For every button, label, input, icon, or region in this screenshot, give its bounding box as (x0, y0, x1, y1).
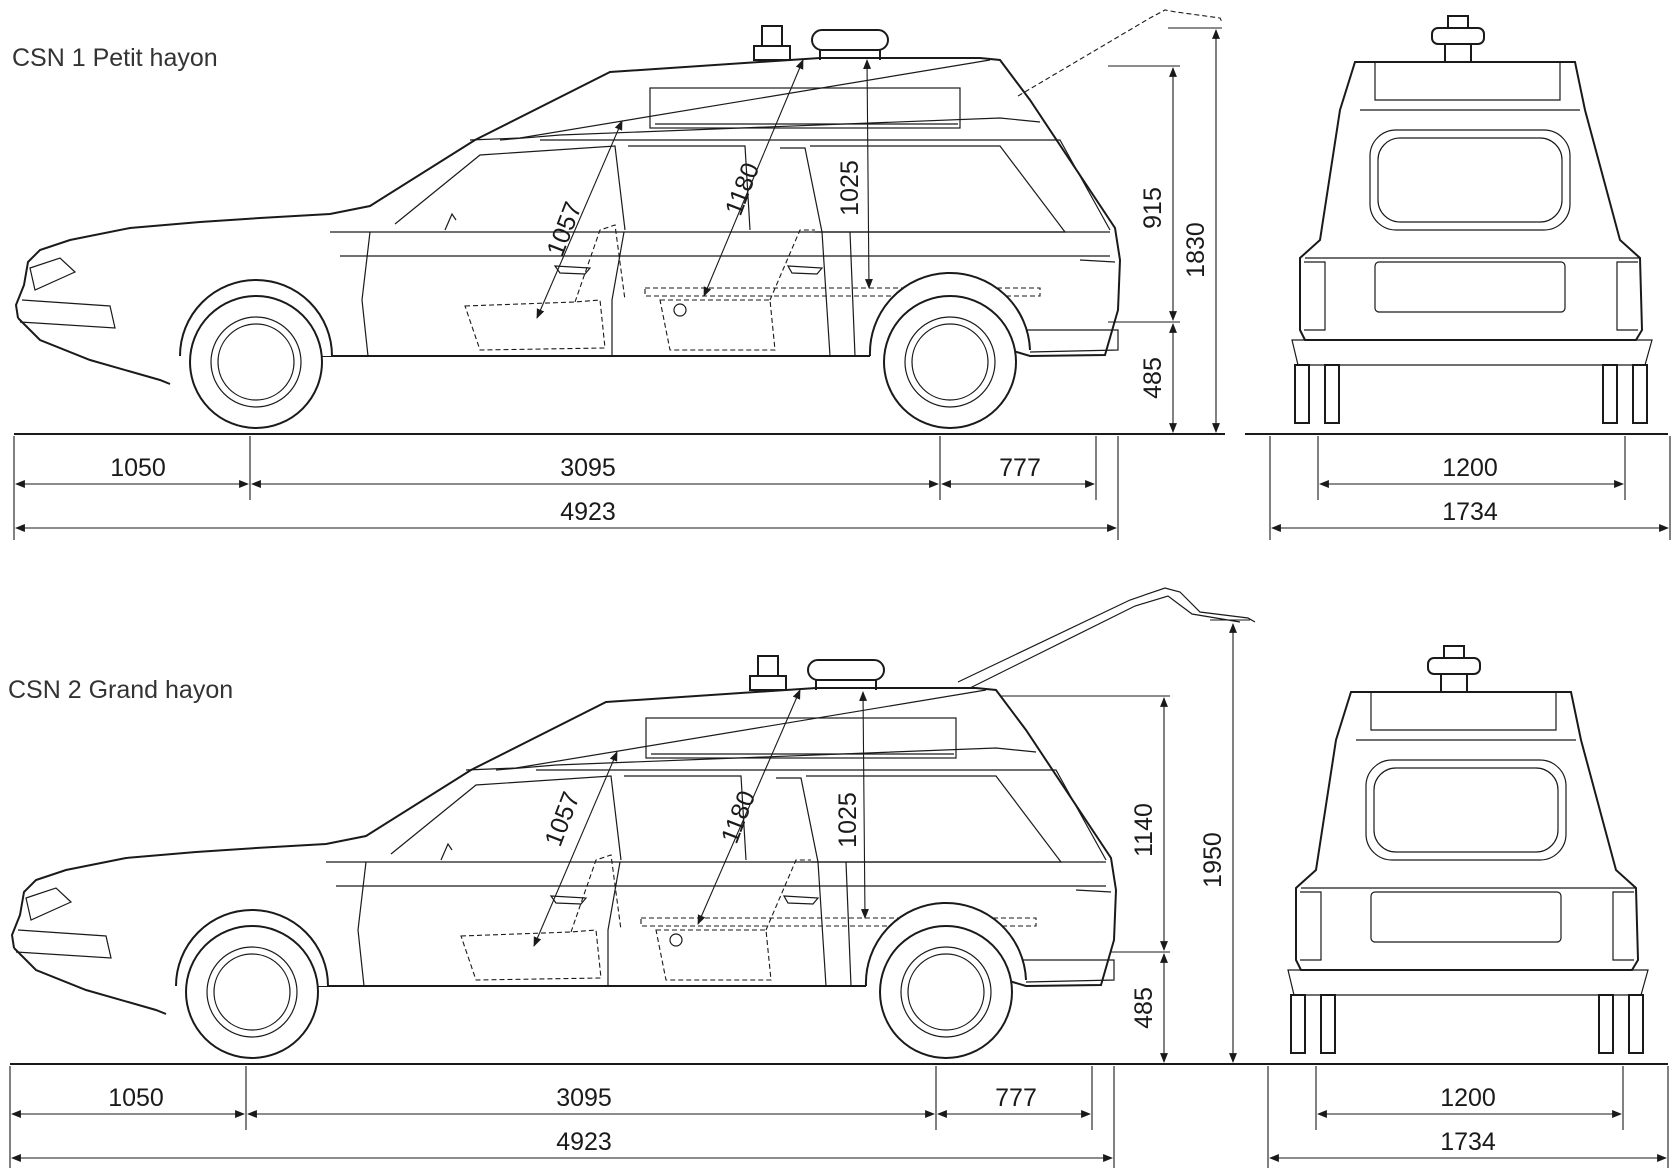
panel-1-title: CSN 1 Petit hayon (12, 44, 218, 72)
panel-1-dim-upper-height: 915 (1139, 187, 1167, 229)
panel-2-dim-floor-height: 485 (1130, 987, 1158, 1029)
panel-1-dim-1025: 1025 (836, 160, 864, 216)
panel-1-dim-width: 1734 (1442, 498, 1498, 526)
panel-2-rear-view-car (1287, 645, 1649, 1054)
panel-2-dim-upper-height: 1140 (1130, 803, 1158, 857)
panel-1-drawing: CSN 1 Petit hayon 1057 1180 1025 915 485… (12, 9, 1671, 540)
panel-2-dim-front-overhang: 1050 (108, 1084, 164, 1112)
panel-2-dim-1025: 1025 (834, 792, 862, 848)
panel-1-dim-floor-height: 485 (1139, 357, 1167, 399)
panel-1-dim-track: 1200 (1442, 454, 1498, 482)
panel-2-dim-length: 4923 (556, 1128, 612, 1156)
panel-1-dim-1180: 1180 (720, 159, 765, 219)
panel-1-dim-1057: 1057 (541, 198, 587, 260)
panel-1-dim-wheelbase: 3095 (560, 454, 616, 482)
panel-2-dim-width: 1734 (1440, 1128, 1496, 1156)
panel-2-dim-track: 1200 (1440, 1084, 1496, 1112)
panel-1-dim-rear-overhang: 777 (999, 454, 1041, 482)
panel-2-title: CSN 2 Grand hayon (8, 676, 233, 704)
panel-1-dim-overall-height: 1830 (1182, 222, 1210, 278)
panel-2-dim-wheelbase: 3095 (556, 1084, 612, 1112)
panel-2-side-view-car (11, 655, 1117, 1059)
panel-2-drawing: CSN 2 Grand hayon 1057 1180 1025 1140 48… (8, 587, 1669, 1168)
panel-1-dim-front-overhang: 1050 (110, 454, 166, 482)
panel-1-dim-length: 4923 (560, 498, 616, 526)
panel-1-rear-view-car (1291, 15, 1653, 424)
panel-2-dim-rear-overhang: 777 (995, 1084, 1037, 1112)
panel-2-dim-overall-height: 1950 (1199, 832, 1227, 888)
panel-2-dim-1180: 1180 (716, 787, 761, 847)
